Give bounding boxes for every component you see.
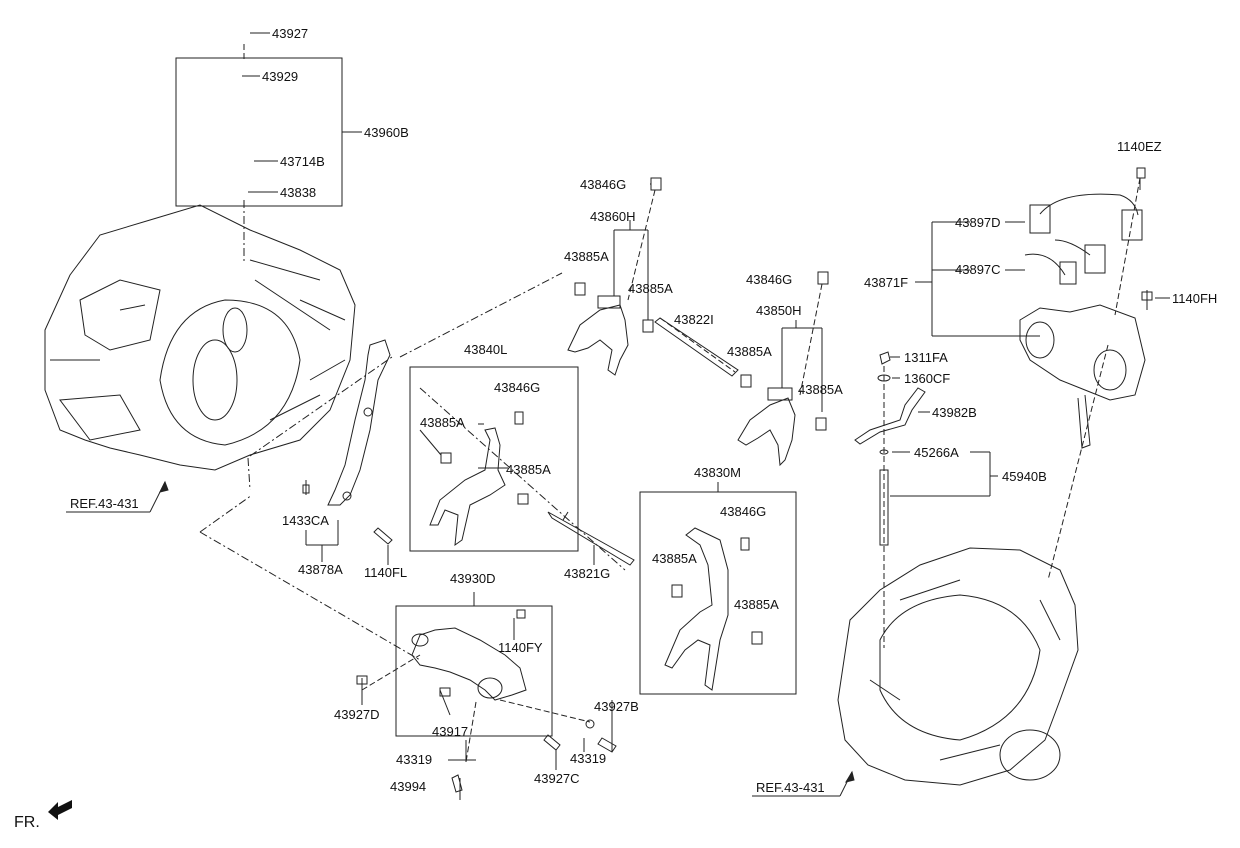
label-43930d: 43930D bbox=[450, 571, 496, 586]
shift-fork-43850h bbox=[737, 397, 796, 467]
shift-rod-43821g bbox=[547, 511, 635, 566]
label-43885a-d: 43885A bbox=[798, 382, 843, 397]
shift-control-unit bbox=[411, 627, 527, 701]
transmission-case-right bbox=[837, 547, 1079, 786]
label-43846g-a: 43846G bbox=[580, 177, 627, 192]
label-43319-a: 43319 bbox=[396, 752, 433, 767]
label-45940b: 45940B bbox=[1002, 469, 1047, 484]
group-box-43830m bbox=[639, 491, 797, 695]
label-43885a-g: 43885A bbox=[652, 551, 697, 566]
label-1311fa: 1311FA bbox=[904, 350, 948, 365]
label-43860h: 43860H bbox=[590, 209, 636, 224]
label-43838: 43838 bbox=[280, 185, 317, 200]
label-43822i: 43822I bbox=[674, 312, 714, 327]
transmission-case-left bbox=[44, 204, 356, 471]
label-43319-b: 43319 bbox=[570, 751, 607, 766]
label-1140fy: 1140FY bbox=[498, 640, 543, 655]
label-43850h: 43850H bbox=[756, 303, 802, 318]
shift-fork-43840l bbox=[429, 427, 506, 547]
label-43846g-c: 43846G bbox=[494, 380, 541, 395]
shift-lever-43982b bbox=[854, 387, 926, 445]
group-box-43840l bbox=[409, 366, 579, 552]
label-43871f: 43871F bbox=[864, 275, 909, 290]
label-43830m: 43830M bbox=[694, 465, 741, 480]
label-43927d: 43927D bbox=[334, 707, 380, 722]
label-1140fh: 1140FH bbox=[1172, 291, 1218, 306]
label-43714b: 43714B bbox=[280, 154, 325, 169]
front-direction-label: FR. bbox=[14, 814, 40, 831]
label-43885a-h: 43885A bbox=[734, 597, 779, 612]
ref-label-left: REF.43-431 bbox=[70, 496, 139, 511]
label-43878a: 43878A bbox=[298, 562, 343, 577]
gear-shift-actuator bbox=[1019, 304, 1146, 401]
shift-rod-43822i bbox=[654, 317, 739, 377]
label-45266a: 45266A bbox=[914, 445, 959, 460]
shift-lever-bracket bbox=[327, 339, 391, 506]
front-arrow-icon bbox=[48, 800, 72, 820]
label-1360cf: 1360CF bbox=[904, 371, 951, 386]
label-43927c: 43927C bbox=[534, 771, 580, 786]
label-43960b: 43960B bbox=[364, 125, 409, 140]
label-43897c: 43897C bbox=[955, 262, 1001, 277]
label-43982b: 43982B bbox=[932, 405, 977, 420]
ref-label-right: REF.43-431 bbox=[756, 780, 825, 795]
label-43885a-e: 43885A bbox=[420, 415, 465, 430]
label-43846g-b: 43846G bbox=[746, 272, 793, 287]
group-box-43960b bbox=[175, 57, 343, 207]
label-43927b: 43927B bbox=[594, 699, 639, 714]
shift-fork-43830m bbox=[664, 527, 729, 691]
wiring-harness bbox=[1039, 193, 1139, 216]
label-43885a-f: 43885A bbox=[506, 462, 551, 477]
label-43994: 43994 bbox=[390, 779, 427, 794]
label-43840l: 43840L bbox=[464, 342, 508, 357]
label-1140ez: 1140EZ bbox=[1117, 139, 1162, 154]
label-43927: 43927 bbox=[272, 26, 309, 41]
label-43917: 43917 bbox=[432, 724, 469, 739]
label-1433ca: 1433CA bbox=[282, 513, 329, 528]
label-43885a-c: 43885A bbox=[727, 344, 772, 359]
label-43897d: 43897D bbox=[955, 215, 1001, 230]
label-43821g: 43821G bbox=[564, 566, 611, 581]
label-43929: 43929 bbox=[262, 69, 299, 84]
shaft-45940b bbox=[879, 469, 889, 546]
shift-fork-43860h bbox=[567, 304, 629, 376]
label-43846g-d: 43846G bbox=[720, 504, 767, 519]
label-43885a-a: 43885A bbox=[564, 249, 609, 264]
label-43885a-b: 43885A bbox=[628, 281, 673, 296]
label-1140fl: 1140FL bbox=[364, 565, 408, 580]
